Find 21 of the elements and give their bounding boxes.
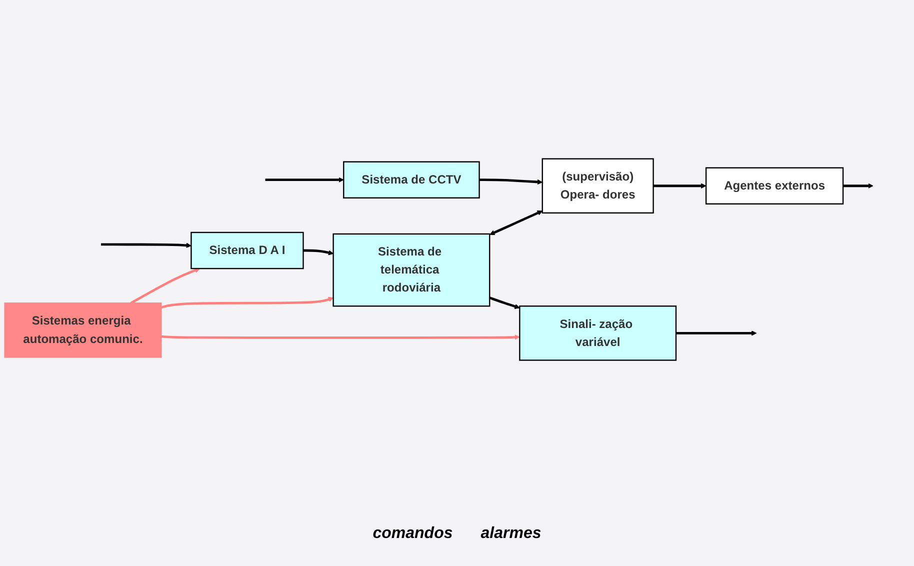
arrow (160, 297, 334, 310)
node-box: Agentes externos (705, 168, 844, 205)
arrow (303, 250, 334, 256)
note-text: alarmes (480, 525, 542, 542)
node-box: Sinali- zação variável (519, 306, 677, 362)
node-box: Sistema D A I (190, 232, 304, 270)
node-box: Sistema de telemática rodoviária (332, 234, 490, 308)
arrow (265, 178, 344, 183)
node-box: (supervisão) Opera- dores (542, 158, 654, 214)
arrow (101, 243, 192, 248)
note-text: comandos (372, 525, 453, 542)
arrow (653, 184, 706, 189)
node-box: Sistemas energia automação comunic. (4, 302, 162, 358)
arrow (489, 297, 520, 310)
arrow (130, 268, 200, 305)
arrow (843, 184, 874, 189)
arrow (490, 210, 543, 236)
arrow (676, 331, 757, 336)
node-box: Sistema de CCTV (343, 162, 480, 199)
arrow (479, 179, 543, 186)
arrow (161, 335, 520, 340)
